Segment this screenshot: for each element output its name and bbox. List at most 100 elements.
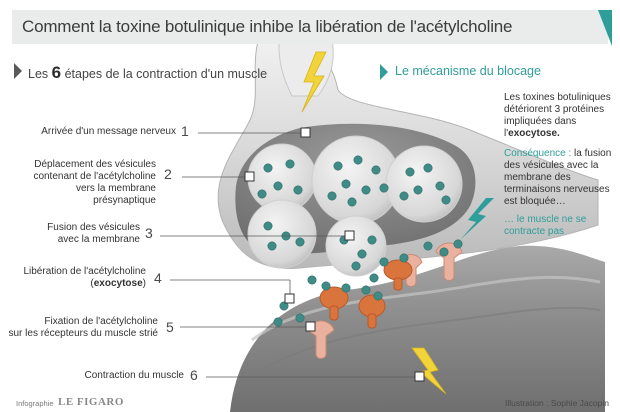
consequence-line: des vésicules avec la <box>504 160 599 171</box>
step-4-label: Libération de l'acétylcholine (exocytose… <box>22 266 146 290</box>
title-band <box>12 10 608 44</box>
marker-box-6 <box>414 371 425 382</box>
blocking-lightning-icon <box>460 198 494 240</box>
consequence-first: la fusion <box>571 148 612 159</box>
consequence-line: membrane des <box>504 172 571 183</box>
step-2-line: Déplacement des vésicules <box>34 159 156 170</box>
molecule <box>435 181 445 191</box>
step-4-number: 4 <box>154 270 162 286</box>
step-6-label: Contraction du muscle <box>50 370 185 382</box>
molecule <box>439 247 449 257</box>
exocytose-term: exocytose <box>93 278 143 289</box>
step-2-line: vers la membrane présynaptique <box>75 183 156 206</box>
step-3-number: 3 <box>145 225 153 241</box>
explanation-prefix: l' <box>504 128 509 139</box>
molecule <box>399 191 409 201</box>
explanation-line: l'exocytose. <box>504 128 611 140</box>
marker-box-4 <box>284 293 295 304</box>
page-title: Comment la toxine botulinique inhibe la … <box>22 17 513 36</box>
marker-box-1 <box>300 127 311 138</box>
nerve-impulse-lightning-icon <box>301 51 327 113</box>
marker-box-5 <box>305 321 316 332</box>
right-section-heading: Le mécanisme du blocage <box>395 64 541 78</box>
molecule <box>367 235 377 245</box>
molecule <box>423 163 433 173</box>
step-3-line: avec la membrane <box>57 234 140 245</box>
molecule <box>341 179 351 189</box>
molecule <box>273 317 283 327</box>
molecule <box>347 197 357 207</box>
molecule <box>327 191 337 201</box>
molecule <box>379 257 389 267</box>
molecule <box>341 283 351 293</box>
step-6-number: 6 <box>190 367 198 383</box>
explanation-line: impliquées dans <box>504 116 577 127</box>
molecule <box>373 291 383 301</box>
molecule <box>263 221 273 231</box>
acetylcholine-molecules <box>257 155 463 327</box>
molecule <box>405 167 415 177</box>
step-2-label: Déplacement des vésicules contenant de l… <box>14 159 156 207</box>
vesicle <box>325 215 387 277</box>
molecule <box>453 239 463 249</box>
toxin-protein-stem <box>329 305 339 321</box>
step-1-line: Arrivée d'un message nerveux <box>41 126 176 137</box>
left-section-number: 6 <box>51 63 62 82</box>
toxin-protein-group <box>319 259 413 329</box>
left-section-heading: Les 6 étapes de la contraction d'un musc… <box>28 63 267 83</box>
step-4-line: Libération de l'acétylcholine <box>23 266 146 277</box>
step-1-number: 1 <box>181 123 189 139</box>
vesicle <box>385 145 463 223</box>
step-5-label: Fixation de l'acétylcholine sur les réce… <box>4 316 158 340</box>
molecule <box>353 155 363 165</box>
molecule <box>441 195 451 205</box>
step-4-line: (exocytose) <box>22 278 146 290</box>
step-4-paren: ( <box>90 278 94 289</box>
section-arrow-icon <box>380 64 388 80</box>
section-arrow-icon <box>14 63 22 79</box>
molecule <box>267 241 277 251</box>
molecule <box>321 281 331 291</box>
molecule <box>333 161 343 171</box>
toxin-protein-stem <box>367 313 377 329</box>
molecule <box>423 241 433 251</box>
molecule <box>371 165 381 175</box>
molecule <box>307 275 317 285</box>
molecule <box>351 261 361 271</box>
leader-lines <box>160 132 420 378</box>
result-line: … le muscle ne se <box>504 214 587 225</box>
step-5-line: sur les récepteurs du muscle strié <box>8 328 158 339</box>
molecule <box>399 253 409 263</box>
molecule <box>361 185 371 195</box>
left-section-suffix: étapes de la contraction d'un muscle <box>64 67 268 81</box>
consequence-line: Conséquence : la fusion <box>504 148 611 160</box>
explanation-line: Les toxines botuliniques <box>504 92 611 103</box>
step-5-number: 5 <box>166 319 174 335</box>
molecule <box>273 181 283 191</box>
molecule <box>285 159 295 169</box>
exocytose-term: exocytose. <box>508 128 560 139</box>
marker-box-3 <box>344 230 355 241</box>
step-1-label: Arrivée d'un message nerveux <box>22 126 176 138</box>
molecule <box>369 273 379 283</box>
consequence-line: est bloquée… <box>504 196 566 207</box>
molecule <box>263 163 273 173</box>
step-3-label: Fusion des vésicules avec la membrane <box>22 222 140 246</box>
marker-box-2 <box>244 171 255 182</box>
illustration-credit: Illustration : Sophie Jacopin <box>505 398 609 408</box>
molecule <box>379 183 389 193</box>
step-3-line: Fusion des vésicules <box>47 222 140 233</box>
brand-logo: LE FIGARO <box>58 396 124 408</box>
consequence-line: terminaisons nerveuses <box>504 184 610 195</box>
muscle-contraction-lightning-icon <box>411 347 447 395</box>
consequence-text: Conséquence : la fusion des vésicules av… <box>504 148 611 208</box>
step-5-line: Fixation de l'acétylcholine <box>44 316 158 327</box>
teal-corner-mark <box>598 10 612 46</box>
step-2-line: contenant de l'acétylcholine <box>33 171 156 182</box>
step-4-paren: ) <box>142 278 146 289</box>
molecule <box>357 249 367 259</box>
molecule <box>257 189 267 199</box>
molecule <box>295 313 305 323</box>
